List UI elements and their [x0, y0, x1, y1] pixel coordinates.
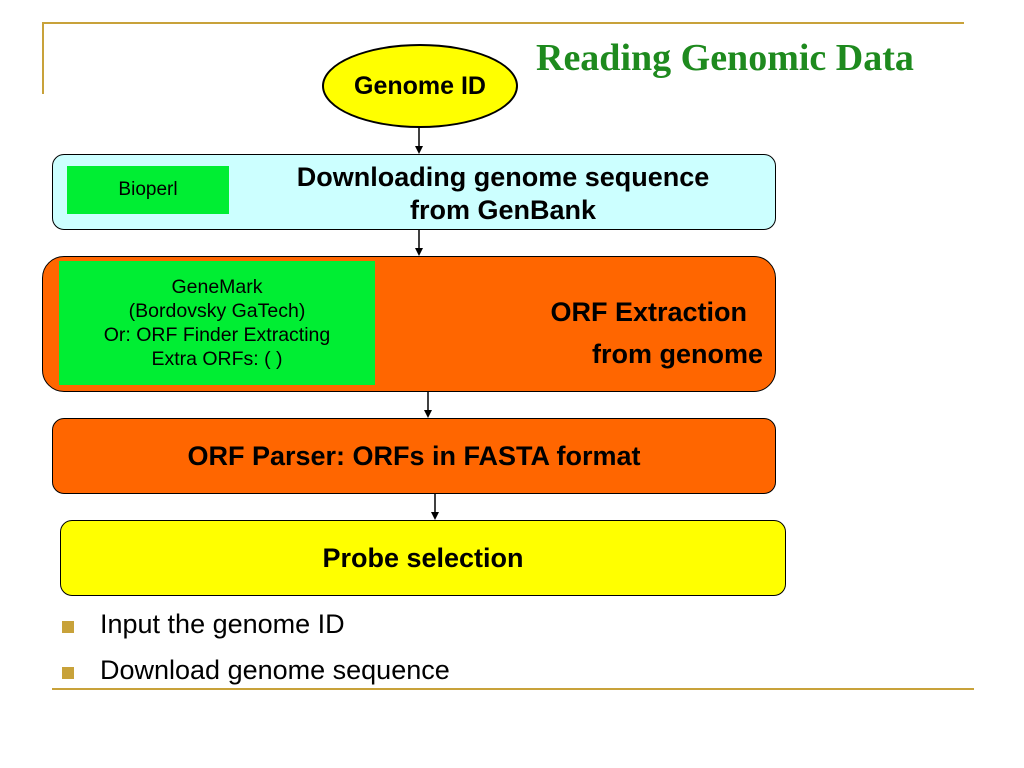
tool-line: Or: ORF Finder Extracting [103, 324, 331, 346]
genome-id-label: Genome ID [354, 71, 486, 100]
square-bullet-icon [62, 621, 74, 633]
orf-tools-panel: GeneMark (Bordovsky GaTech) Or: ORF Find… [59, 261, 375, 385]
bioperl-tag: Bioperl [67, 166, 229, 214]
left-rule [42, 22, 44, 94]
arrowhead-download [415, 146, 423, 154]
arrowhead-orf [415, 248, 423, 256]
probe-selection-box: Probe selection [60, 520, 786, 596]
top-rule [42, 22, 964, 24]
tool-line: Extra ORFs: ( ) [151, 348, 283, 370]
probe-selection-text: Probe selection [322, 542, 524, 573]
orf-extraction-text: ORF Extraction from genome [483, 291, 763, 375]
orf-extraction-line-2: from genome [591, 339, 763, 369]
genome-id-node: Genome ID [322, 44, 518, 128]
download-step-text: Downloading genome sequence from GenBank [296, 162, 710, 225]
arrowhead-parser [424, 410, 432, 418]
orf-parser-box: ORF Parser: ORFs in FASTA format [52, 418, 776, 494]
bottom-rule [52, 688, 974, 690]
square-bullet-icon [62, 667, 74, 679]
download-step-box: Bioperl Downloading genome sequence from… [52, 154, 776, 230]
bullet-text: Download genome sequence [100, 655, 450, 685]
tool-line: (Bordovsky GaTech) [128, 300, 306, 322]
slide-title: Reading Genomic Data [536, 37, 914, 79]
tool-line: GeneMark [171, 276, 263, 298]
orf-extraction-box: GeneMark (Bordovsky GaTech) Or: ORF Find… [42, 256, 776, 392]
bullet-text: Input the genome ID [100, 609, 345, 639]
arrowhead-probe [431, 512, 439, 520]
orf-parser-text: ORF Parser: ORFs in FASTA format [187, 440, 641, 471]
orf-extraction-line-1: ORF Extraction [550, 297, 747, 327]
